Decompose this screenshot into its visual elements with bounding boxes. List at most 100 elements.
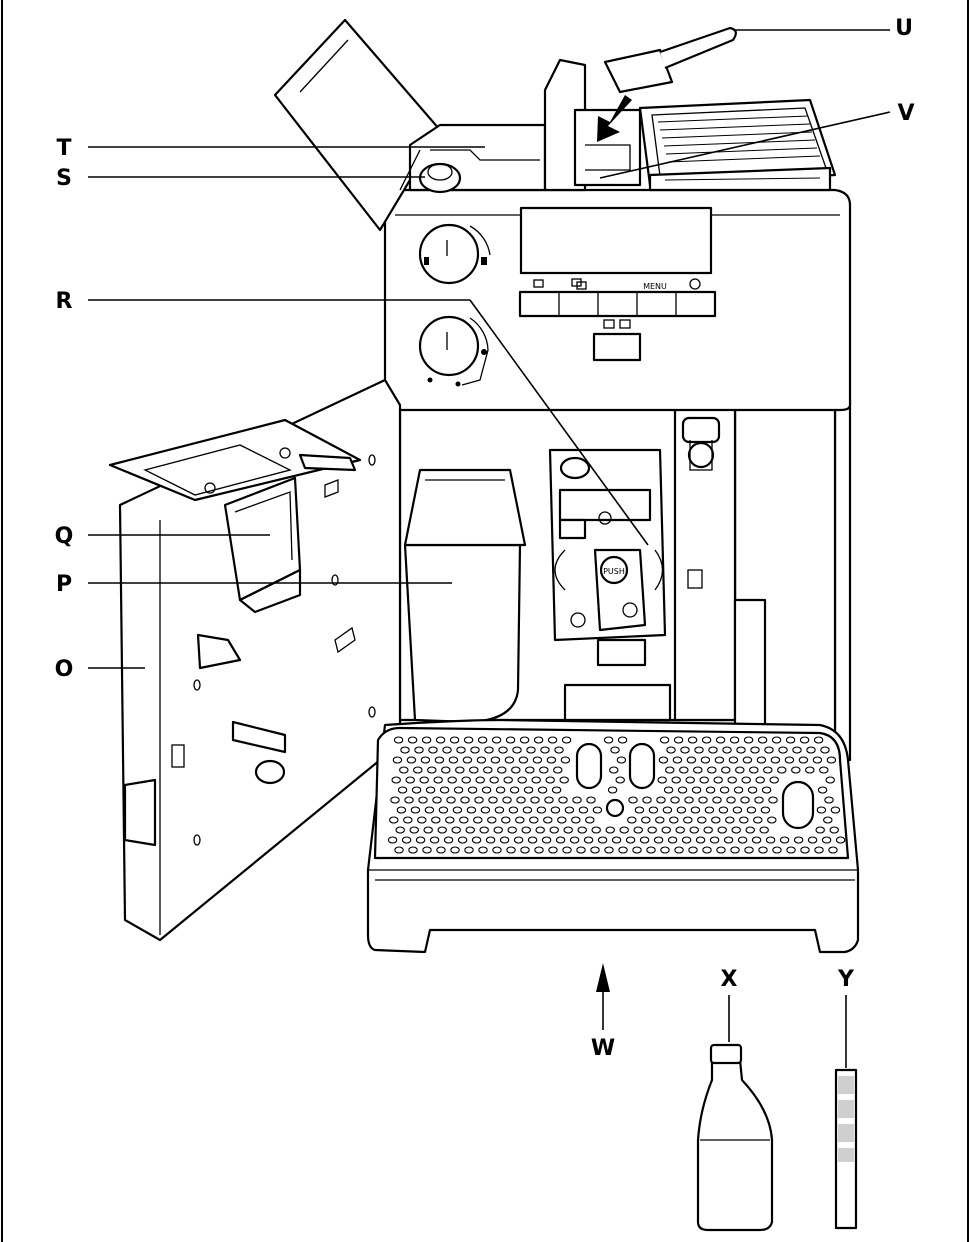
drip-hole [769,776,779,784]
drip-hole [719,786,730,794]
drip-hole [481,786,492,794]
brewing-unit: PUSH [548,448,667,667]
drip-hole [394,846,404,854]
drip-hole [399,766,409,774]
drip-hole [605,826,615,834]
drip-hole [777,766,787,774]
drip-hole [749,766,759,774]
upper-dial-icon [418,223,480,285]
drip-hole [541,836,552,844]
drip-hole [641,816,651,824]
drip-hole [406,756,417,764]
drip-hole [590,846,600,854]
drip-hole [453,786,464,794]
drip-hole [768,796,778,804]
drip-hole [499,836,510,844]
drip-hole [526,746,536,754]
drip-hole [461,776,471,784]
drip-hole [835,836,846,844]
drip-hole [551,786,562,794]
drip-hole [617,736,628,744]
drip-hole [470,746,480,754]
drip-hole [413,766,423,774]
drip-hole [460,796,470,804]
drip-hole [615,776,625,784]
drip-hole [569,836,580,844]
drip-hole [428,746,438,754]
drip-hole [418,796,428,804]
drip-hole [503,776,513,784]
drip-hole [543,816,553,824]
drip-hole [427,766,437,774]
drip-hole [561,736,572,744]
drip-hole [627,816,637,824]
drip-hole [547,736,558,744]
drip-hole [816,806,827,814]
drip-hole [432,796,442,804]
drip-hole [441,766,451,774]
drip-hole [686,756,697,764]
drip-hole [739,816,749,824]
drip-hole [619,826,629,834]
drip-hole [709,836,720,844]
drip-hole [405,776,415,784]
drip-hole [798,756,809,764]
drip-hole [578,806,589,814]
drip-hole [509,786,520,794]
drip-hole [791,766,801,774]
drip-hole [681,836,692,844]
label-q: Q [55,524,74,549]
drip-hole [534,846,544,854]
drip-hole [786,846,796,854]
drip-hole [715,736,726,744]
drip-hole [765,836,776,844]
drip-hole [707,766,717,774]
drip-hole [666,746,676,754]
drip-hole [674,846,684,854]
drip-hole [521,826,531,834]
drip-hole [434,756,445,764]
drip-hole [493,826,503,834]
drip-hole [389,816,399,824]
drip-hole [530,796,540,804]
drip-hole [760,806,771,814]
drip-hole [457,836,468,844]
drip-hole [469,766,479,774]
drip-hole [806,746,816,754]
drip-hole [725,816,735,824]
drip-hole [586,796,596,804]
drip-hole [536,806,547,814]
drip-hole [513,836,524,844]
drip-hole [718,806,729,814]
drip-hole [392,756,403,764]
drip-hole [455,766,465,774]
drip-hole [550,806,561,814]
drip-hole [501,816,511,824]
drip-hole [562,846,572,854]
drip-hole [647,826,657,834]
drip-hole [462,756,473,764]
drip-hole [785,736,796,744]
drip-hole [814,846,824,854]
drip-hole [466,806,477,814]
drip-hole [447,776,457,784]
drip-hole [560,756,571,764]
drip-hole [819,766,829,774]
drip-hole [761,786,772,794]
drip-hole [673,736,684,744]
drip-hole [554,746,564,754]
drip-hole [830,806,841,814]
descaler-bottle-icon [696,1043,774,1232]
drip-hole [695,836,706,844]
drip-hole [750,746,760,754]
drip-hole [736,746,746,754]
drip-hole [548,846,558,854]
drip-hole [671,776,681,784]
drip-hole [558,796,568,804]
drip-hole [690,806,701,814]
drip-hole [537,786,548,794]
drip-hole [487,816,497,824]
drip-hole [532,756,543,764]
drip-hole [675,826,685,834]
drip-tray-holes [387,736,846,854]
